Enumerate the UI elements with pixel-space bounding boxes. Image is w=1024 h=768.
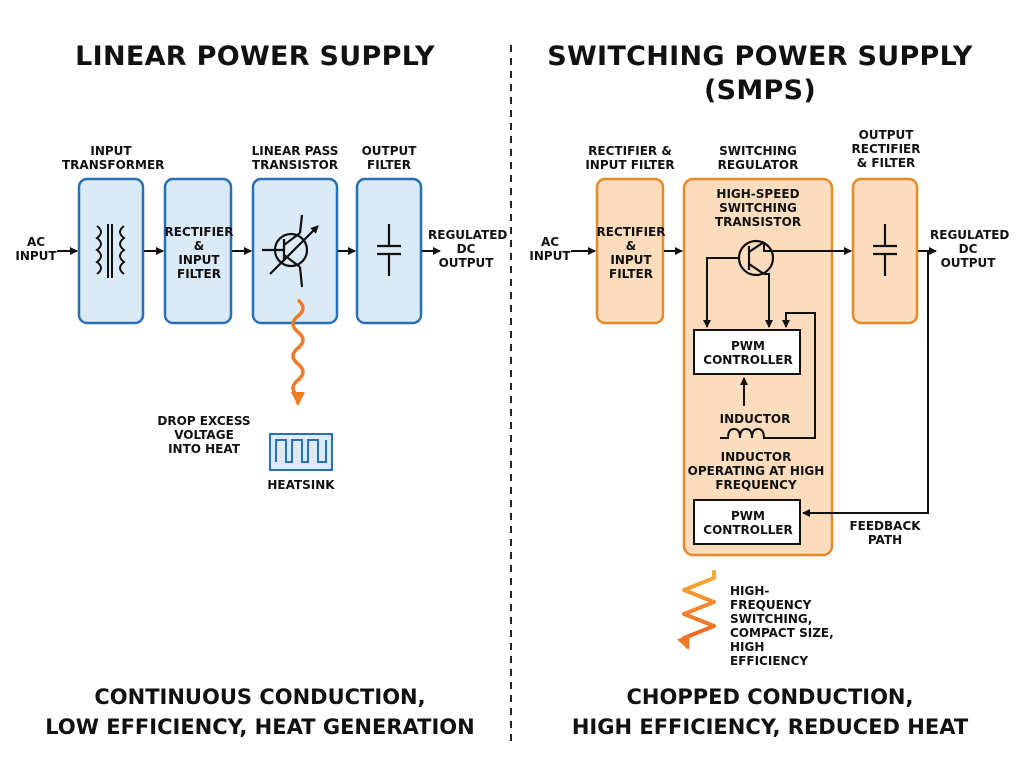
linear-rectifier-text: RECTIFIER & INPUT FILTER bbox=[164, 225, 234, 281]
transformer-label: INPUT TRANSFORMER bbox=[62, 144, 165, 172]
linear-summary: CONTINUOUS CONDUCTION, LOW EFFICIENCY, H… bbox=[45, 685, 475, 739]
smps-output-label: OUTPUT RECTIFIER & FILTER bbox=[851, 128, 921, 170]
inductor-note-label: INDUCTOR OPERATING AT HIGH FREQUENCY bbox=[687, 450, 825, 492]
smps-summary: CHOPPED CONDUCTION, HIGH EFFICIENCY, RED… bbox=[571, 685, 969, 739]
pwm-controller-bottom-text: PWM CONTROLLER bbox=[703, 509, 793, 537]
heat-wave-icon bbox=[291, 298, 305, 406]
transformer-icon bbox=[95, 224, 126, 278]
inductor-icon bbox=[720, 427, 770, 439]
hf-note-label: HIGH-FREQUENCY SWITCHING, COMPACT SIZE, … bbox=[730, 584, 834, 668]
switching-transistor-label: HIGH-SPEED SWITCHING TRANSISTOR bbox=[714, 187, 802, 229]
hf-zigzag-icon bbox=[677, 570, 716, 650]
smps-capacitor-icon bbox=[873, 224, 897, 276]
smps-output-block bbox=[851, 177, 919, 325]
inductor-label: INDUCTOR bbox=[719, 412, 791, 426]
feedback-path-label: FEEDBACK PATH bbox=[849, 519, 921, 547]
linear-output-filter-label: OUTPUT FILTER bbox=[361, 144, 417, 172]
smps-title: SWITCHING POWER SUPPLY (SMPS) bbox=[547, 41, 973, 106]
linear-output-filter-block bbox=[355, 177, 423, 325]
smps-ac-input-label: AC INPUT bbox=[529, 235, 571, 263]
linear-capacitor-icon bbox=[377, 224, 401, 276]
feedback-path-line bbox=[802, 251, 929, 517]
smps-rectifier-text: RECTIFIER & INPUT FILTER bbox=[596, 225, 666, 281]
linear-rectifier-block bbox=[163, 177, 233, 325]
linear-title: LINEAR POWER SUPPLY bbox=[75, 41, 435, 72]
pwm-controller-bottom-box bbox=[693, 499, 801, 545]
pass-transistor-block bbox=[251, 177, 339, 325]
switching-regulator-label: SWITCHING REGULATOR bbox=[717, 144, 799, 172]
switching-transistor-icon bbox=[737, 239, 775, 277]
pwm-controller-top-text: PWM CONTROLLER bbox=[703, 339, 793, 367]
linear-ac-input-label: AC INPUT bbox=[15, 235, 57, 263]
linear-regulated-output-label: REGULATED DC OUTPUT bbox=[428, 228, 508, 270]
pwm-controller-top-box bbox=[693, 329, 801, 375]
heatsink-label: HEATSINK bbox=[267, 478, 335, 492]
heatsink-icon bbox=[269, 433, 333, 471]
smps-rectifier-label: RECTIFIER & INPUT FILTER bbox=[585, 144, 675, 172]
smps-regulated-output-label: REGULATED DC OUTPUT bbox=[930, 228, 1010, 270]
heat-note-label: DROP EXCESS VOLTAGE INTO HEAT bbox=[157, 414, 251, 456]
variable-transistor-icon bbox=[262, 214, 319, 288]
smps-rectifier-block bbox=[595, 177, 665, 325]
pass-transistor-label: LINEAR PASS TRANSISTOR bbox=[251, 144, 339, 172]
